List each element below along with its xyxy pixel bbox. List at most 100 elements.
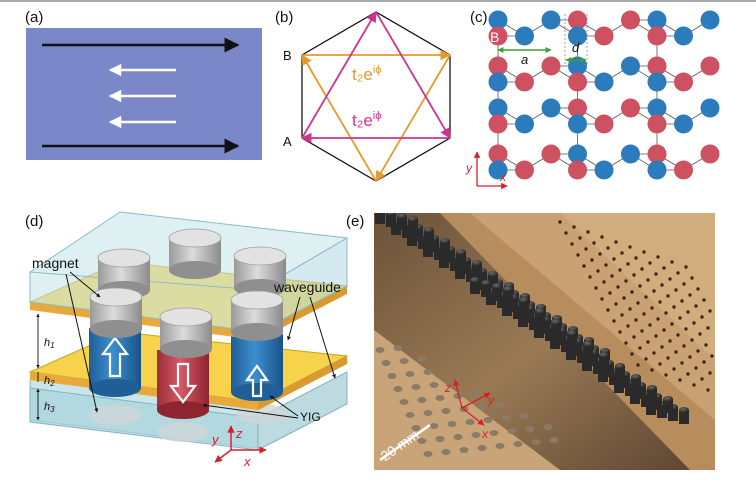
plate-hole (664, 311, 668, 315)
plate-hole (672, 305, 676, 309)
rod-pillar (492, 283, 502, 300)
rod-pillar (535, 308, 545, 325)
rod-pillar (397, 213, 407, 230)
plate-hole (620, 251, 624, 255)
hop-label-magenta: t₂eiϕ (352, 110, 381, 130)
c-axis-x-label: x (499, 170, 507, 184)
lattice-site (647, 56, 667, 76)
panel-e: (e) 20 mm z x y (346, 213, 715, 470)
plate-hole (429, 423, 439, 429)
rod-pillar (567, 330, 577, 347)
spacing-a-label: a (521, 52, 528, 67)
lattice-site (541, 10, 561, 30)
plate-hole (632, 273, 636, 277)
plate-hole (441, 408, 451, 414)
plate-hole (558, 220, 562, 224)
plate-hole (668, 277, 672, 281)
lattice-site (568, 160, 587, 180)
plate-hole (646, 278, 650, 282)
plate-hole (608, 291, 612, 295)
site-a-label: A (518, 12, 528, 28)
lattice-site (594, 72, 614, 92)
plate-hole (525, 426, 535, 432)
plate-hole (678, 316, 682, 320)
plate-hole (662, 328, 666, 332)
lattice-site (541, 144, 561, 164)
site-b-label: B (490, 29, 499, 45)
plate-hole (630, 290, 634, 294)
yig-cylinder-middle (157, 350, 209, 419)
lattice-site (541, 98, 561, 118)
plate-hole (465, 419, 475, 425)
vertex-b-label: B (283, 48, 292, 63)
plate-hole (670, 260, 674, 264)
plate-hole (513, 441, 523, 447)
plate-hole (596, 269, 600, 273)
plate-hole (690, 338, 694, 342)
lattice-site (674, 72, 693, 92)
lower-waveguide-side (258, 356, 347, 410)
plate-hole (495, 402, 505, 408)
e-axis-x-label: x (481, 427, 489, 441)
plate-hole (628, 245, 632, 249)
plate-hole (688, 355, 692, 359)
plate-hole (471, 432, 481, 438)
lattice-site (488, 114, 508, 134)
plate-hole (668, 339, 672, 343)
plate-hole (692, 321, 696, 325)
plate-hole (708, 371, 712, 375)
plate-hole (393, 386, 403, 392)
lattice-site (674, 114, 693, 134)
magnet-pointer-1 (69, 271, 101, 298)
plate-hole (417, 397, 427, 403)
plate-hole (626, 262, 630, 266)
rod-pillar (551, 319, 561, 336)
magnet-cylinder-6 (230, 290, 284, 341)
plate-hole (399, 358, 409, 364)
rod-pillar (408, 216, 418, 233)
vertex-a-label: A (283, 134, 292, 149)
plate-hole (634, 318, 638, 322)
plate-hole (640, 329, 644, 333)
plate-hole (590, 258, 594, 262)
plate-hole (682, 344, 686, 348)
lattice-site (515, 26, 534, 46)
plate-hole (666, 356, 670, 360)
plate-hole (686, 310, 690, 314)
plate-hole (636, 301, 640, 305)
plate-hole (666, 294, 670, 298)
magnet-cylinder-5 (159, 307, 213, 358)
plate-hole (676, 271, 680, 275)
plate-hole (658, 300, 662, 304)
waveguide-pointer-1 (287, 296, 301, 341)
plate-hole (393, 345, 403, 351)
hexagon (301, 11, 451, 182)
c-axis-y-label: y (465, 161, 473, 175)
plate-hole (640, 267, 644, 271)
plate-hole (644, 295, 648, 299)
lattice-site (568, 98, 587, 118)
plate-hole (664, 373, 668, 377)
lattice-site (568, 114, 587, 134)
plate-hole (582, 264, 586, 268)
plate-hole (656, 317, 660, 321)
plate-hole (375, 347, 385, 353)
plate-hole (626, 324, 630, 328)
plate-hole (650, 368, 654, 372)
plate-hole (674, 350, 678, 354)
lattice-site (621, 98, 640, 118)
plate-hole (650, 306, 654, 310)
plate-hole (531, 439, 541, 445)
rod-pillar (679, 407, 689, 424)
plate-hole (620, 313, 624, 317)
plate-hole (447, 421, 457, 427)
e-axis-z (453, 379, 463, 409)
plate-hole (688, 293, 692, 297)
plate-hole (423, 369, 433, 375)
panel-c-label: (c) (470, 9, 488, 26)
lattice-site (647, 26, 667, 46)
plate-hole (636, 363, 640, 367)
plate-hole (429, 382, 439, 388)
plate-hole (658, 362, 662, 366)
plate-hole (417, 356, 427, 362)
